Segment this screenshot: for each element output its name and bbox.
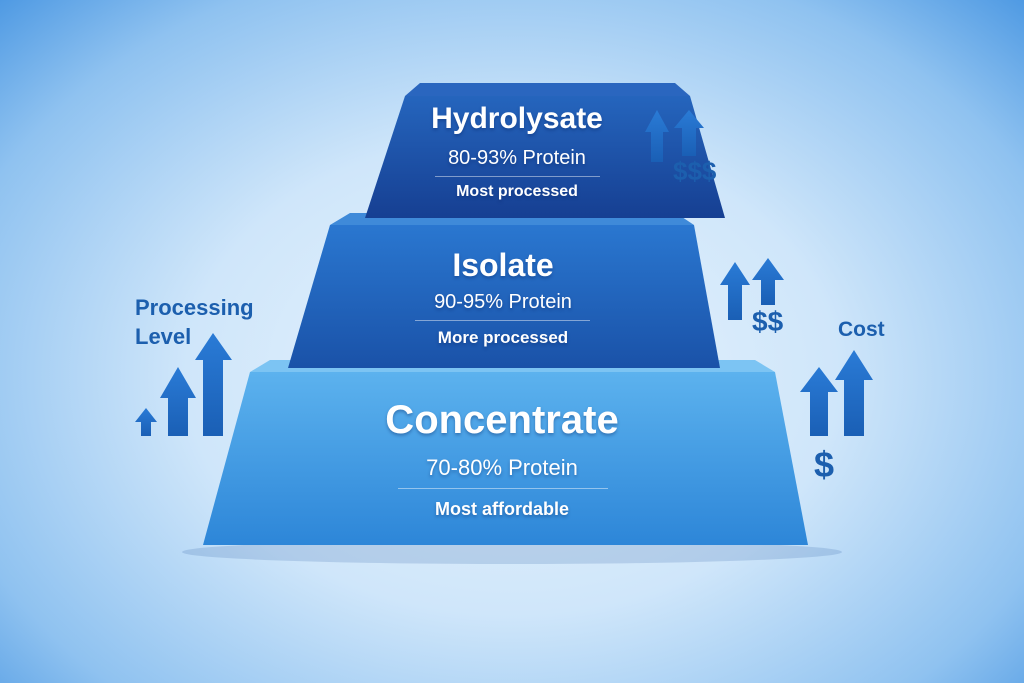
arrow-up-icon	[135, 408, 157, 436]
arrow-up-icon	[800, 367, 838, 436]
tier-protein: 80-93% Protein	[448, 147, 586, 169]
processing-arrows	[135, 333, 232, 436]
tier-note: Most affordable	[434, 499, 570, 519]
tier-name: Isolate	[452, 247, 554, 283]
cost-symbol: $	[814, 444, 835, 485]
shadow	[182, 540, 842, 564]
tier-name: Hydrolysate	[431, 102, 603, 135]
arrow-up-icon	[674, 110, 704, 156]
divider	[415, 320, 590, 321]
processing-label: Processing	[135, 295, 254, 320]
tier-protein: 90-95% Protein	[434, 291, 572, 313]
arrow-up-icon	[645, 110, 669, 162]
divider	[435, 176, 600, 177]
arrow-up-icon	[835, 350, 873, 436]
tier-name: Concentrate	[385, 398, 619, 442]
arrow-up-icon	[720, 262, 750, 320]
cost-arrows	[645, 110, 873, 436]
cost-label: Cost	[838, 318, 885, 341]
divider	[398, 488, 608, 489]
arrow-up-icon	[195, 333, 232, 436]
arrow-up-icon	[752, 258, 784, 305]
cost-symbol: $$$	[673, 156, 717, 186]
arrow-up-icon	[160, 367, 196, 436]
tier-protein: 70-80% Protein	[426, 455, 578, 480]
tier-note: More processed	[437, 328, 569, 347]
processing-label: Level	[135, 324, 192, 349]
cost-symbol: $$	[752, 306, 784, 337]
tier-top	[365, 83, 725, 218]
tier-note: Most processed	[456, 183, 578, 200]
